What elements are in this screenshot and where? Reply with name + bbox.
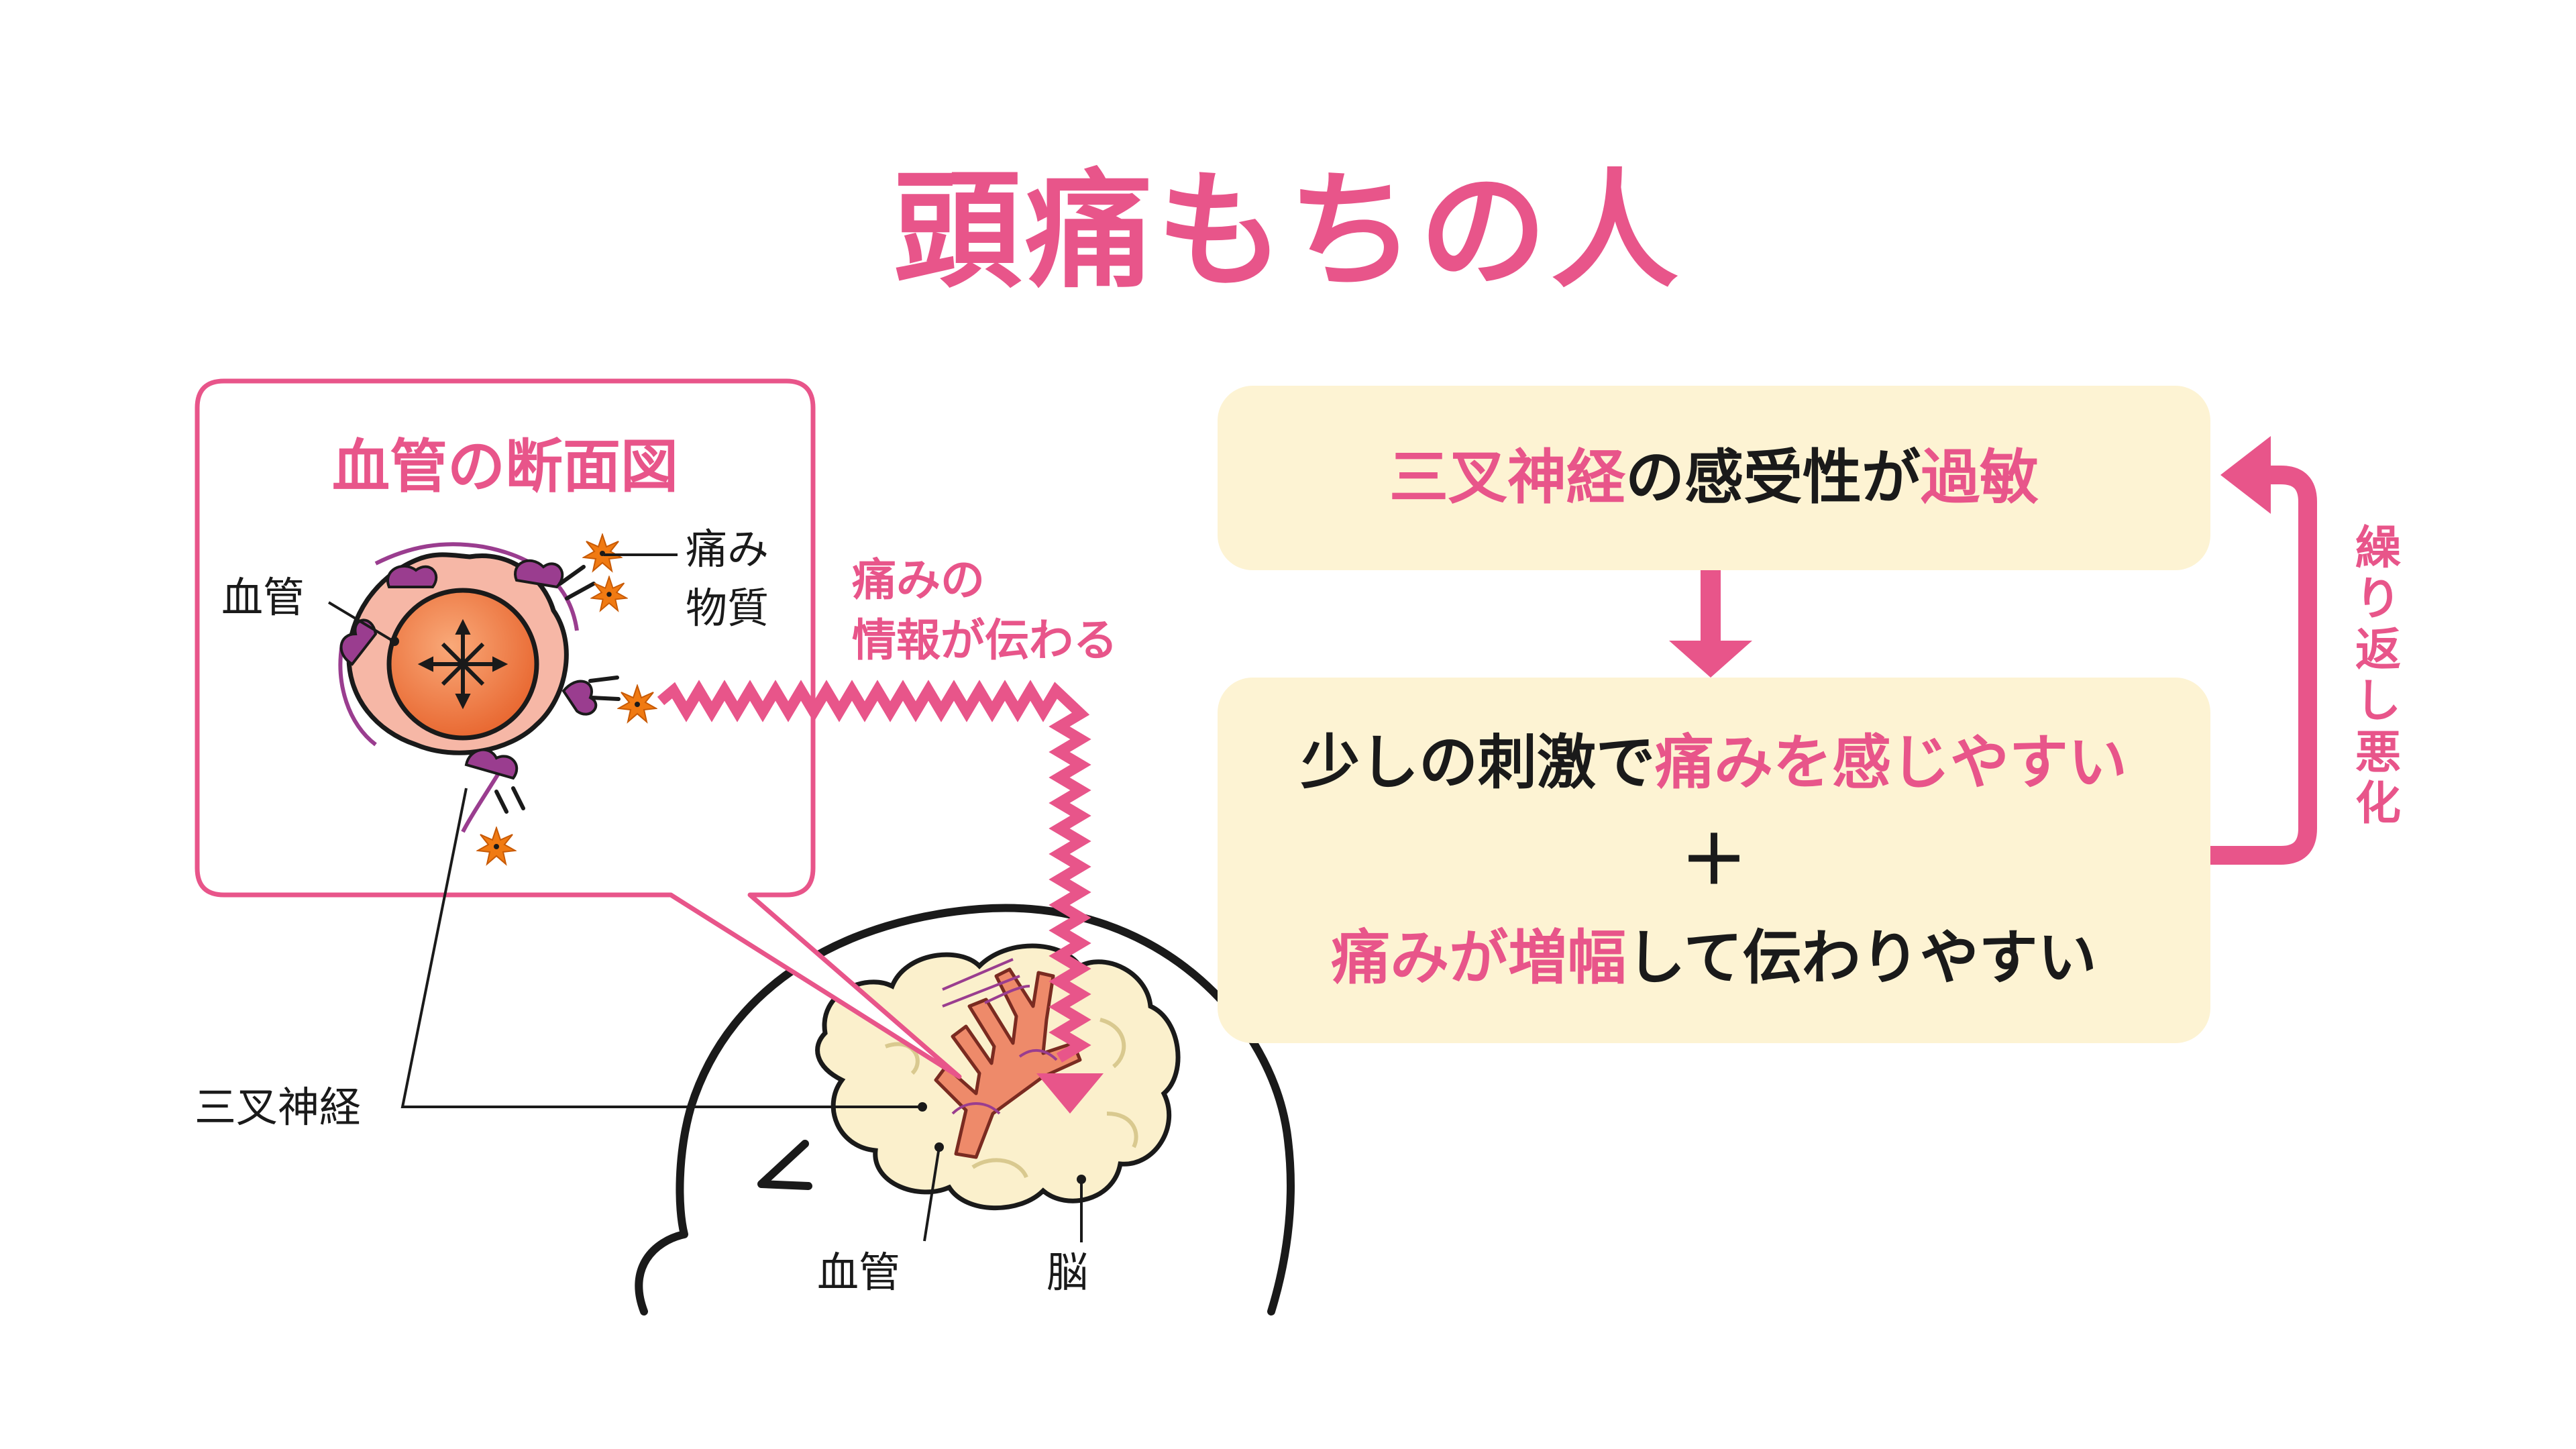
box1-part3: 過敏 [1921, 443, 2039, 513]
box2-line3: 痛みが増幅して伝わりやすい [1331, 912, 2096, 1004]
box1-part2: の感受性が [1625, 443, 1921, 513]
page-title: 頭痛もちの人 [893, 157, 1682, 305]
cycle-char: 返 [2355, 624, 2401, 678]
cycle-char: 化 [2355, 777, 2401, 830]
box1-text: 三叉神経の感受性が過敏 [1389, 432, 2039, 523]
box2-line3-part1: 痛みが増幅 [1331, 923, 1627, 992]
leader-vessel [327, 601, 394, 642]
box2-line1-part1: 少しの刺激で [1300, 727, 1655, 797]
label-pain-substance-2: 物質 [686, 584, 769, 633]
cycle-char: 悪 [2355, 726, 2401, 780]
box2-plus: ＋ [1680, 821, 1748, 900]
cycle-label: 繰 り 返 し 悪 化 [2348, 523, 2408, 830]
nerve-endings [339, 559, 598, 780]
pain-signal-zigzag [657, 680, 1104, 1114]
cross-section-title: 血管の断面図 [332, 433, 678, 500]
label-brain-vessel: 血管 [817, 1248, 901, 1297]
vessel-cross-section [338, 542, 621, 833]
cycle-char: 繰 [2355, 522, 2401, 575]
pain-info-label-2: 情報が伝わる [852, 614, 1118, 666]
cycle-char: り [2355, 573, 2401, 627]
leader-brain-vessel [923, 1146, 941, 1242]
leader-trigeminal [400, 788, 922, 1108]
label-trigeminal: 三叉神経 [195, 1083, 362, 1132]
label-brain: 脳 [1046, 1248, 1089, 1297]
box1-part1: 三叉神経 [1389, 443, 1625, 513]
label-vessel: 血管 [221, 573, 305, 622]
box2-line1: 少しの刺激で痛みを感じやすい [1301, 717, 2127, 808]
cycle-arrow [2208, 436, 2317, 865]
pain-info-label-1: 痛みの [852, 554, 985, 606]
brain-artery [934, 958, 1082, 1159]
cycle-char: し [2355, 675, 2401, 729]
flow-box-pain-amplification: 少しの刺激で痛みを感じやすい ＋ 痛みが増幅して伝わりやすい [1218, 678, 2210, 1043]
box2-line3-part2: して伝わりやすい [1626, 923, 2097, 992]
ear-mark [757, 1140, 812, 1190]
pressure-arrows [417, 619, 508, 710]
cross-section-panel [195, 378, 962, 1079]
label-pain-substance-1: 痛み [686, 525, 769, 574]
box2-line1-part2: 痛みを感じやすい [1655, 727, 2128, 797]
flow-arrow-down [1669, 570, 1752, 678]
flow-box-hypersensitivity: 三叉神経の感受性が過敏 [1218, 386, 2210, 570]
